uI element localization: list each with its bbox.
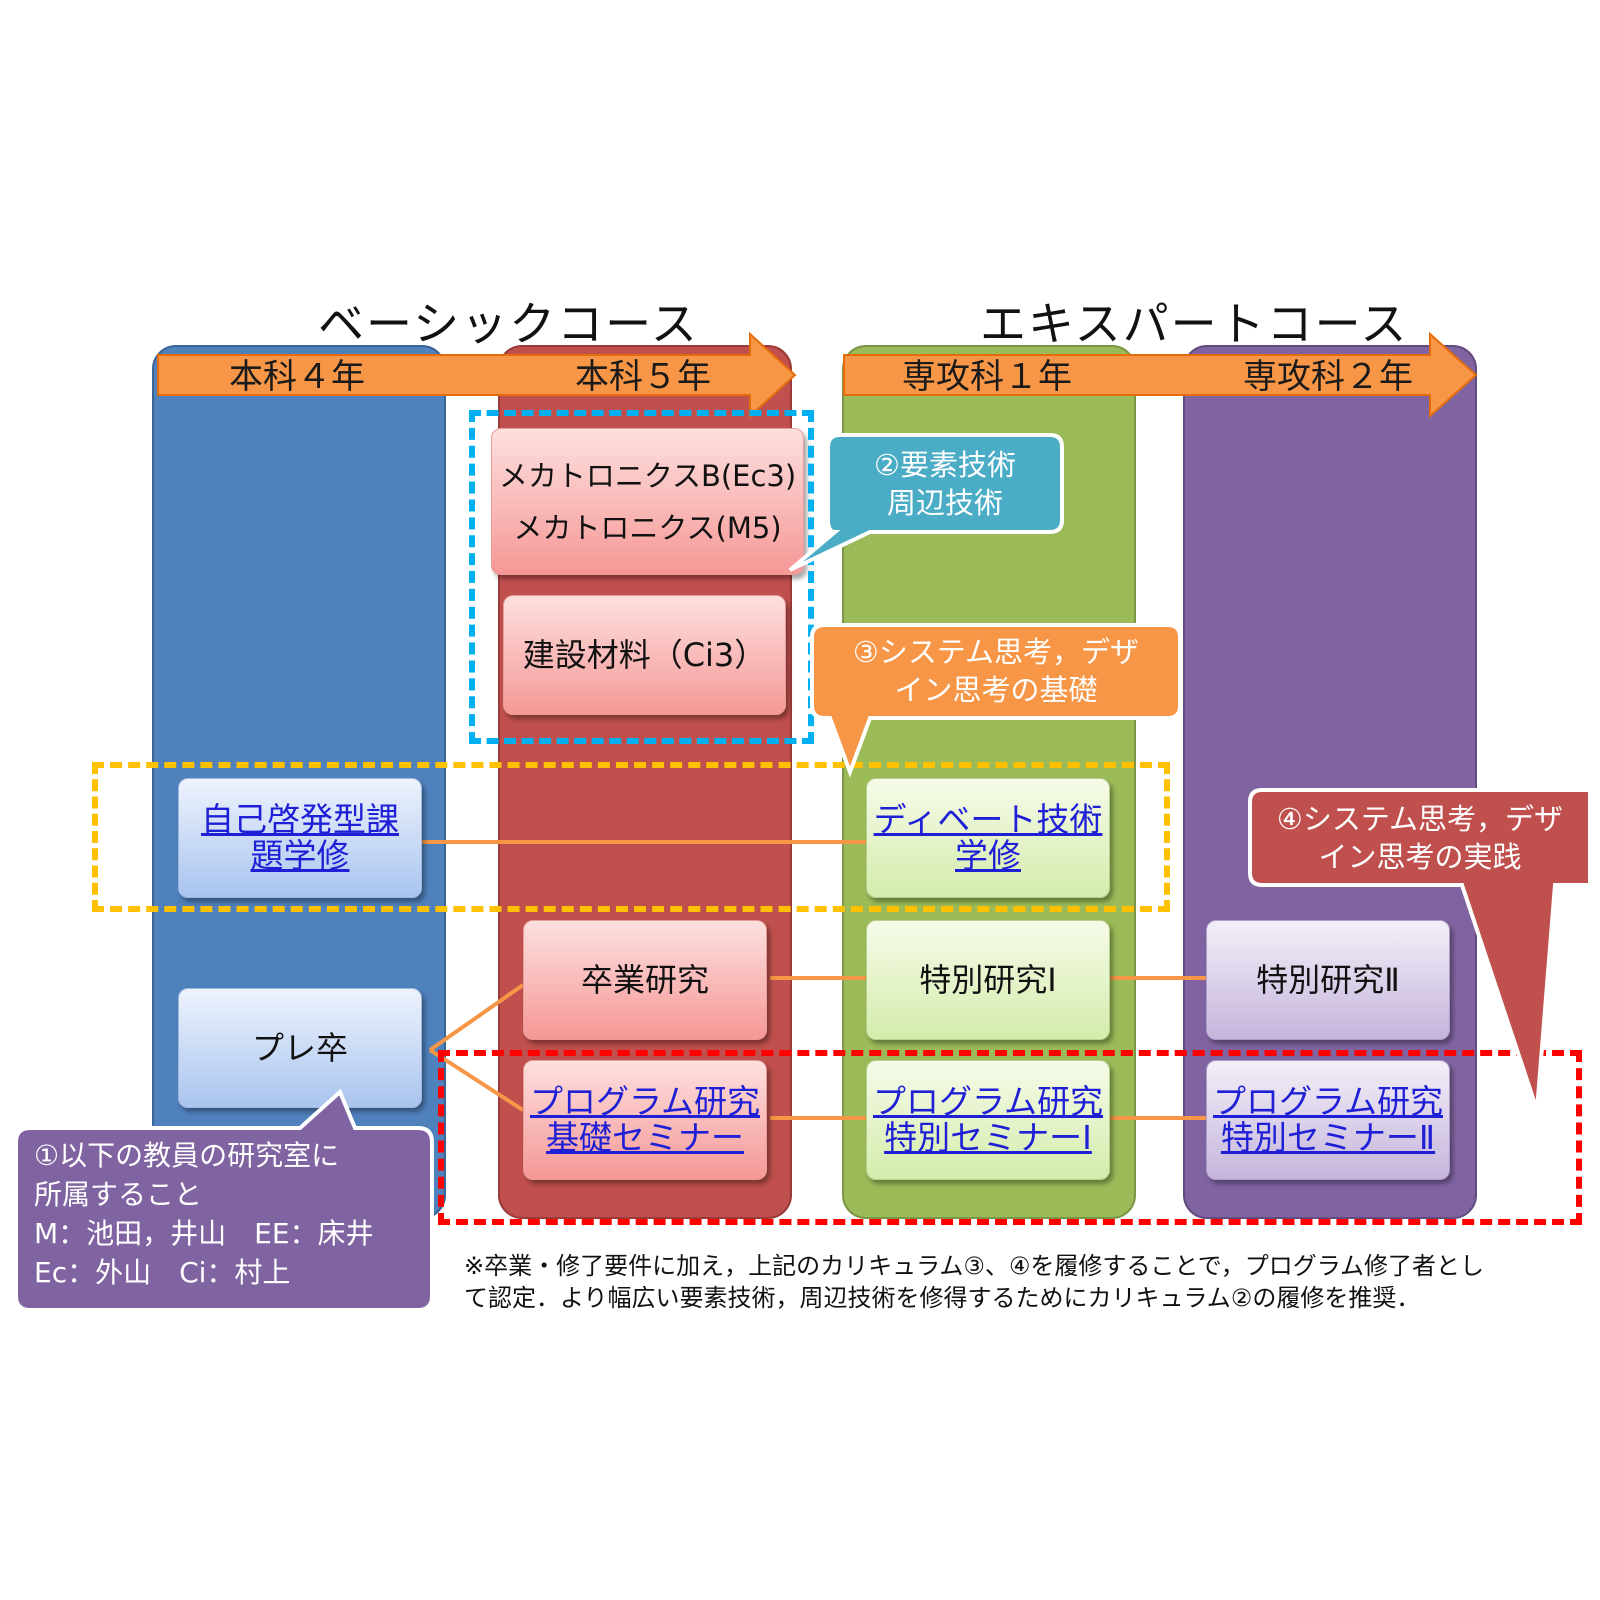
link-program-basic-1[interactable]: プログラム研究 <box>529 1082 760 1121</box>
group-frame-system-thinking-practice <box>438 1050 1582 1225</box>
subject-special-research-2: 特別研究Ⅱ <box>1256 961 1400 999</box>
callout-lab-affiliation: ①以下の教員の研究室に 所属すること M：池田，井山 EE：床井 Ec：外山 C… <box>34 1136 374 1292</box>
group-frame-system-thinking-basic <box>92 762 1170 912</box>
callout-element-tech-shape <box>788 433 1064 572</box>
link-program-sp2-2[interactable]: 特別セミナーⅡ <box>1220 1118 1436 1157</box>
link-program-sp1-2[interactable]: 特別セミナーⅠ <box>884 1118 1092 1157</box>
expert-course-title: エキスパートコース <box>980 297 1409 351</box>
callout-lab-line4: Ec：外山 Ci：村上 <box>34 1256 291 1289</box>
callout-element-tech-line2: 周辺技術 <box>886 486 1003 520</box>
subject-mechatronics-b-ec3: メカトロニクスB(Ec3) <box>498 458 797 493</box>
link-program-sp2-1[interactable]: プログラム研究 <box>1212 1082 1443 1121</box>
group-frame-element-tech <box>469 410 814 744</box>
callout-system-practice: ④システム思考，デザ イン思考の実践 <box>1250 800 1590 876</box>
callout-system-practice-line1: ④システム思考，デザ <box>1276 802 1564 836</box>
arrow-expert-course <box>843 331 1478 419</box>
connector-pregrad-graduation <box>428 983 525 1052</box>
box-program-special-seminar-1[interactable]: プログラム研究 特別セミナーⅠ <box>866 1060 1110 1180</box>
callout-system-basic: ③システム思考，デザ イン思考の基礎 <box>812 633 1180 709</box>
year-label-senkou-2: 専攻科２年 <box>1243 357 1413 397</box>
link-self-development-2[interactable]: 題学修 <box>250 836 350 875</box>
callout-system-basic-line2: イン思考の基礎 <box>894 673 1098 707</box>
callout-lab-affiliation-shape <box>14 1088 434 1312</box>
year-label-senkou-1: 専攻科１年 <box>902 357 1072 397</box>
callout-element-tech-line1: ②要素技術 <box>874 448 1016 482</box>
subject-graduation-research: 卒業研究 <box>580 961 709 999</box>
box-program-basic-seminar[interactable]: プログラム研究 基礎セミナー <box>523 1060 767 1180</box>
box-debate[interactable]: ディベート技術 学修 <box>866 778 1110 898</box>
box-mechatronics: メカトロニクスB(Ec3) メカトロニクス(M5) <box>491 428 804 575</box>
arrow-basic-course <box>157 331 797 419</box>
box-special-research-1: 特別研究Ⅰ <box>866 920 1110 1040</box>
link-self-development-1[interactable]: 自己啓発型課 <box>201 800 399 839</box>
footnote-line1: ※卒業・修了要件に加え，上記のカリキュラム③、④を履修することで，プログラム修了… <box>464 1252 1485 1280</box>
subject-special-research-1: 特別研究Ⅰ <box>919 961 1057 999</box>
link-program-basic-2[interactable]: 基礎セミナー <box>546 1118 744 1157</box>
subject-mechatronics-m5: メカトロニクス(M5) <box>513 510 782 545</box>
link-debate-2[interactable]: 学修 <box>955 836 1021 875</box>
callout-element-tech: ②要素技術 周辺技術 <box>828 446 1062 522</box>
box-graduation-research: 卒業研究 <box>523 920 767 1040</box>
callout-lab-line2: 所属すること <box>34 1178 203 1211</box>
callout-system-basic-shape <box>810 623 1182 778</box>
footnote-line2: て認定．より幅広い要素技術，周辺技術を修得するためにカリキュラム②の履修を推奨． <box>464 1284 1421 1312</box>
connector-pregrad-program <box>428 1048 525 1112</box>
box-self-development[interactable]: 自己啓発型課 題学修 <box>178 778 422 898</box>
box-pre-graduation: プレ卒 <box>178 988 422 1108</box>
year-label-honka-5: 本科５年 <box>575 357 711 397</box>
subject-pre-graduation: プレ卒 <box>251 1029 348 1067</box>
link-debate-1[interactable]: ディベート技術 <box>873 800 1103 839</box>
subject-construction-materials: 建設材料（Ci3） <box>522 636 767 674</box>
link-program-sp1-1[interactable]: プログラム研究 <box>872 1082 1103 1121</box>
callout-lab-line1: ①以下の教員の研究室に <box>34 1139 340 1172</box>
box-program-special-seminar-2[interactable]: プログラム研究 特別セミナーⅡ <box>1206 1060 1450 1180</box>
box-special-research-2: 特別研究Ⅱ <box>1206 920 1450 1040</box>
callout-system-practice-line2: イン思考の実践 <box>1318 840 1522 874</box>
box-construction-materials: 建設材料（Ci3） <box>503 595 786 715</box>
callout-system-basic-line1: ③システム思考，デザ <box>852 635 1140 669</box>
callout-lab-line3: M：池田，井山 EE：床井 <box>34 1217 374 1250</box>
footnote: ※卒業・修了要件に加え，上記のカリキュラム③、④を履修することで，プログラム修了… <box>464 1250 1484 1314</box>
year-label-honka-4: 本科４年 <box>229 357 365 397</box>
callout-system-practice-shape <box>1248 788 1592 1111</box>
basic-course-title: ベーシックコース <box>318 297 699 351</box>
